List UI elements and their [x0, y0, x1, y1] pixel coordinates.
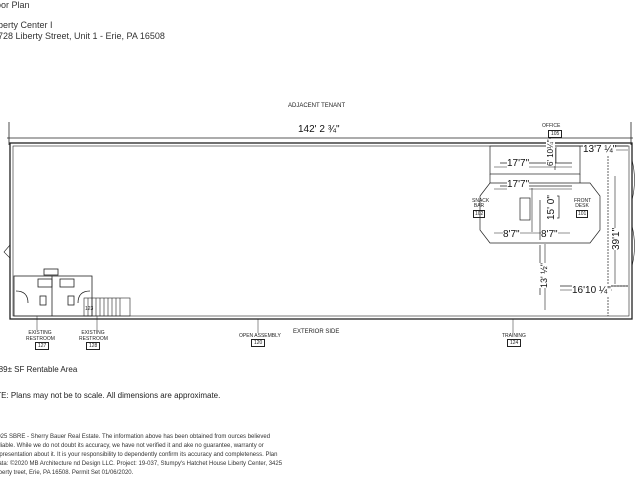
- dim-top-right: 13'7 ¼": [583, 144, 617, 155]
- dim-overall-width: 142' 2 ¾": [296, 124, 342, 135]
- scale-note: OTE: Plans may not be to scale. All dime…: [0, 391, 221, 400]
- dim-13: 13' ½": [539, 263, 549, 288]
- adjacent-tenant-label: ADJACENT TENANT: [288, 103, 346, 109]
- office-label: OFFICE: [542, 123, 561, 129]
- restroom-1-label: EXISTING RESTROOM: [26, 330, 55, 342]
- dim-17a: 17'7": [507, 158, 530, 169]
- exterior-side-label: EXTERIOR SIDE: [293, 329, 340, 335]
- front-desk-number: 101: [576, 210, 589, 218]
- dim-16: 16'10 ¼": [572, 285, 611, 296]
- property-name: iberty Center I: [0, 20, 53, 30]
- restroom-2-label: EXISTING RESTROOM: [79, 330, 108, 342]
- rentable-area: ,789± SF Rentable Area: [0, 365, 78, 374]
- open-assembly-number: 120: [251, 339, 266, 347]
- disclaimer-text: 2025 SBRE - Sherry Bauer Real Estate. Th…: [0, 434, 283, 476]
- dim-15: 15' 0": [546, 195, 557, 220]
- property-address: 728 Liberty Street, Unit 1 - Erie, PA 16…: [0, 31, 165, 41]
- open-assembly-label: OPEN ASSEMBLY: [239, 333, 281, 339]
- dim-8b: 8'7": [541, 229, 558, 240]
- restroom-2-number: 128: [86, 342, 101, 350]
- restroom-1-number: 127: [35, 342, 50, 350]
- training-number: 124: [507, 339, 522, 347]
- snack-bar-number: 102: [473, 210, 486, 218]
- stair-number: 123: [85, 306, 94, 312]
- dim-8a: 8'7": [503, 229, 520, 240]
- dim-right-height: 39'1": [611, 227, 622, 250]
- office-number: 105: [548, 130, 563, 138]
- snack-bar-label: SNACK BAR: [472, 198, 490, 209]
- front-desk-label: FRONT DESK: [574, 198, 592, 209]
- page-title: loor Plan: [0, 0, 30, 10]
- dim-6: 6' 10¼": [546, 139, 555, 166]
- training-label: TRAINING: [502, 333, 526, 339]
- dim-17b: 17'7": [507, 179, 530, 190]
